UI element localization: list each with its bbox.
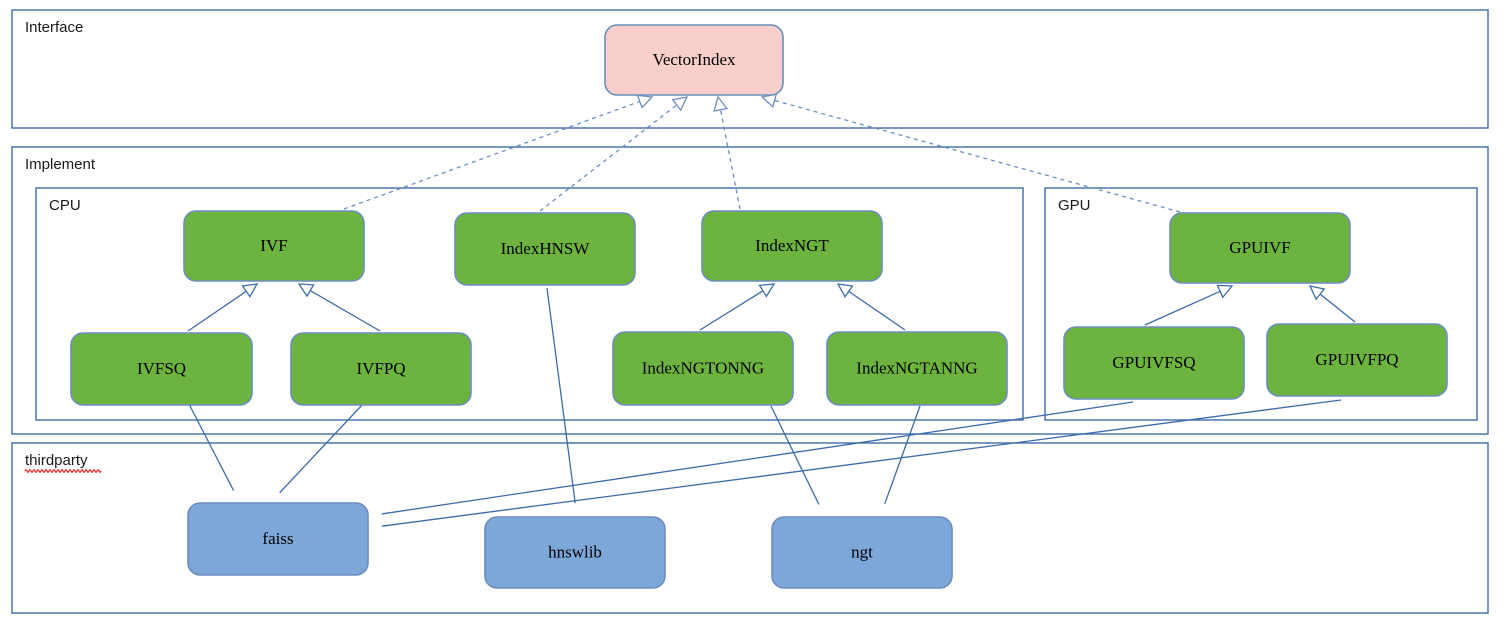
- group-label-implement: Implement: [25, 156, 96, 173]
- node-box-gpuivfpq[interactable]: [1266, 323, 1448, 397]
- node-box-ivfpq[interactable]: [290, 332, 472, 406]
- edge-ivfpq-to-ivf: [297, 283, 381, 332]
- node-label-ngt: ngt: [851, 542, 873, 561]
- class-node-ngt[interactable]: ngt: [771, 516, 953, 589]
- node-box-indexngt[interactable]: [701, 210, 883, 282]
- node-label-ivfsq: IVFSQ: [137, 359, 186, 378]
- inheritance-arrowhead: [241, 283, 259, 298]
- node-box-gpuivf[interactable]: [1169, 212, 1351, 284]
- edge-line: [381, 399, 1342, 527]
- edge-line: [774, 99, 1181, 213]
- edge-indexngtanng-to-indexngt: [836, 283, 906, 331]
- node-label-gpuivfpq: GPUIVFPQ: [1315, 350, 1398, 369]
- edge-ivfsq-to-ivf: [187, 283, 259, 332]
- node-box-ivf[interactable]: [183, 210, 365, 282]
- edge-line: [1144, 290, 1221, 326]
- realization-arrowhead: [636, 94, 654, 109]
- realization-arrowhead: [713, 95, 729, 112]
- node-label-hnswlib: hnswlib: [548, 542, 602, 561]
- node-label-indexngtanng: IndexNGTANNG: [856, 358, 977, 377]
- node-label-vectorindex: VectorIndex: [652, 50, 736, 69]
- class-node-ivfsq[interactable]: IVFSQ: [70, 332, 253, 406]
- edge-ivf-to-vectorindex: [343, 94, 654, 210]
- class-node-indexngtanng[interactable]: IndexNGTANNG: [826, 331, 1008, 406]
- class-node-faiss[interactable]: faiss: [187, 502, 369, 576]
- node-box-gpuivfsq[interactable]: [1063, 326, 1245, 400]
- class-node-gpuivf[interactable]: GPUIVF: [1169, 212, 1351, 284]
- node-box-ivfsq[interactable]: [70, 332, 253, 406]
- class-node-ivf[interactable]: IVF: [183, 210, 365, 282]
- class-node-indexngt[interactable]: IndexNGT: [701, 210, 883, 282]
- edge-line: [539, 104, 678, 212]
- edge-gpuivfpq-to-gpuivf: [1308, 285, 1356, 323]
- node-box-faiss[interactable]: [187, 502, 369, 576]
- node-box-indexngtanng[interactable]: [826, 331, 1008, 406]
- class-node-indexhnsw[interactable]: IndexHNSW: [454, 212, 636, 286]
- node-box-indexhnsw[interactable]: [454, 212, 636, 286]
- node-label-ivfpq: IVFPQ: [356, 359, 405, 378]
- class-node-ivfpq[interactable]: IVFPQ: [290, 332, 472, 406]
- inheritance-arrowhead: [297, 283, 315, 298]
- edge-line: [188, 403, 235, 491]
- group-label-interface: Interface: [25, 19, 83, 36]
- edge-line: [546, 287, 576, 504]
- node-label-gpuivfsq: GPUIVFSQ: [1112, 353, 1195, 372]
- inheritance-arrowhead: [758, 283, 776, 298]
- edge-line: [279, 403, 364, 494]
- edge-indexngt-to-vectorindex: [713, 95, 741, 210]
- node-box-vectorindex[interactable]: [604, 24, 784, 96]
- node-label-indexngt: IndexNGT: [755, 236, 829, 255]
- group-label-thirdparty: thirdparty: [25, 452, 88, 469]
- class-node-gpuivfsq[interactable]: GPUIVFSQ: [1063, 326, 1245, 400]
- node-box-indexngtonng[interactable]: [612, 331, 794, 406]
- node-label-indexngtonng: IndexNGTONNG: [642, 358, 764, 377]
- edge-indexhnsw-to-vectorindex: [539, 96, 689, 212]
- edge-gpuivfsq-to-gpuivf: [1144, 284, 1234, 326]
- class-node-indexngtonng[interactable]: IndexNGTONNG: [612, 331, 794, 406]
- realization-arrowhead: [671, 96, 689, 112]
- node-label-ivf: IVF: [260, 236, 287, 255]
- node-label-indexhnsw: IndexHNSW: [501, 239, 591, 258]
- edge-line: [848, 290, 906, 331]
- edge-line: [719, 109, 741, 210]
- edge-line: [770, 405, 820, 505]
- edge-line: [699, 290, 764, 331]
- spellcheck-underline-thirdparty: [24, 469, 102, 473]
- node-label-faiss: faiss: [262, 529, 293, 548]
- inheritance-arrowhead: [1216, 284, 1234, 299]
- edge-line: [1319, 293, 1356, 323]
- edge-line: [381, 401, 1134, 515]
- edge-line: [884, 405, 921, 505]
- group-label-gpu: GPU: [1058, 197, 1091, 214]
- node-box-hnswlib[interactable]: [484, 516, 666, 589]
- group-label-cpu: CPU: [49, 197, 81, 214]
- inheritance-arrowhead: [1308, 285, 1326, 301]
- node-label-gpuivf: GPUIVF: [1229, 238, 1290, 257]
- class-node-gpuivfpq[interactable]: GPUIVFPQ: [1266, 323, 1448, 397]
- edge-line: [187, 290, 247, 332]
- inheritance-arrowhead: [836, 283, 854, 298]
- class-node-hnswlib[interactable]: hnswlib: [484, 516, 666, 589]
- class-node-vectorindex[interactable]: VectorIndex: [604, 24, 784, 96]
- edge-line: [309, 289, 381, 332]
- node-box-ngt[interactable]: [771, 516, 953, 589]
- edge-indexngtonng-to-indexngt: [699, 283, 776, 331]
